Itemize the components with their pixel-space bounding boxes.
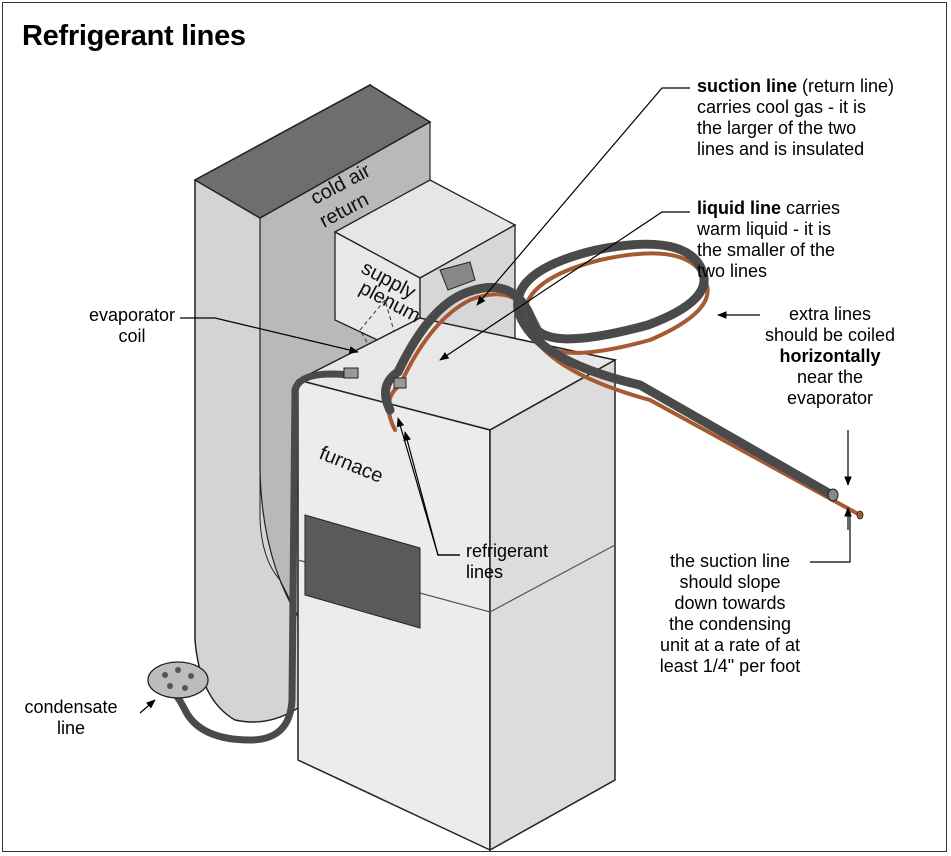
- refrigerant-lines-line2: lines: [466, 562, 504, 582]
- suction-line-term-suffix: (return line): [797, 76, 895, 96]
- extra-lines-emphasis: horizontally: [779, 346, 881, 366]
- liquid-line-desc-1: warm liquid - it is: [697, 219, 832, 239]
- liquid-line-term-suffix: carries: [781, 198, 841, 218]
- refrigerant-lines-label: refrigerant lines: [466, 541, 548, 583]
- suction-line-desc-3: lines and is insulated: [697, 139, 865, 159]
- evaporator-coil-label: evaporator coil: [62, 305, 202, 347]
- furnace-cabinet: [295, 317, 618, 852]
- liquid-line-desc-2: the smaller of the: [697, 240, 836, 260]
- extra-lines-desc-1: extra lines: [788, 304, 872, 324]
- slope-note-line1: the suction line: [669, 551, 791, 571]
- slope-note-line2: should slope: [679, 572, 781, 592]
- slope-note-line4: the condensing: [668, 614, 792, 634]
- liquid-line-term: liquid line: [697, 198, 781, 218]
- slope-note-line3: down towards: [674, 593, 786, 613]
- condensate-line-line2: line: [56, 718, 86, 738]
- suction-line-term: suction line: [697, 76, 798, 96]
- slope-note-line5: unit at a rate of at: [659, 635, 801, 655]
- condensate-line-line1: condensate: [24, 697, 118, 717]
- evaporator-coil-line2: coil: [118, 326, 146, 346]
- extra-lines-label: extra lines should be coiled horizontall…: [735, 304, 925, 409]
- extra-lines-desc-4: evaporator: [786, 388, 874, 408]
- extra-lines-desc-2: should be coiled: [764, 325, 896, 345]
- diagram-title: Refrigerant lines: [22, 20, 246, 52]
- evaporator-coil-line1: evaporator: [88, 305, 176, 325]
- slope-note-label: the suction line should slope down towar…: [625, 551, 835, 677]
- condensate-line-label: condensate line: [6, 697, 136, 739]
- liquid-line-desc-3: two lines: [697, 261, 768, 281]
- slope-note-line6: least 1/4" per foot: [659, 656, 801, 676]
- liquid-line-label: liquid line carries warm liquid - it is …: [697, 198, 840, 282]
- equipment-labels: cold air return supply plenum furnace: [307, 160, 424, 488]
- refrigerant-lines-line1: refrigerant: [466, 541, 549, 561]
- suction-line-desc-2: the larger of the two: [697, 118, 857, 138]
- extra-lines-desc-3: near the: [796, 367, 864, 387]
- suction-line-desc-1: carries cool gas - it is: [697, 97, 867, 117]
- leader-lines: [139, 87, 852, 714]
- condensate-line: [147, 367, 359, 744]
- suction-line-label: suction line (return line) carries cool …: [697, 76, 894, 160]
